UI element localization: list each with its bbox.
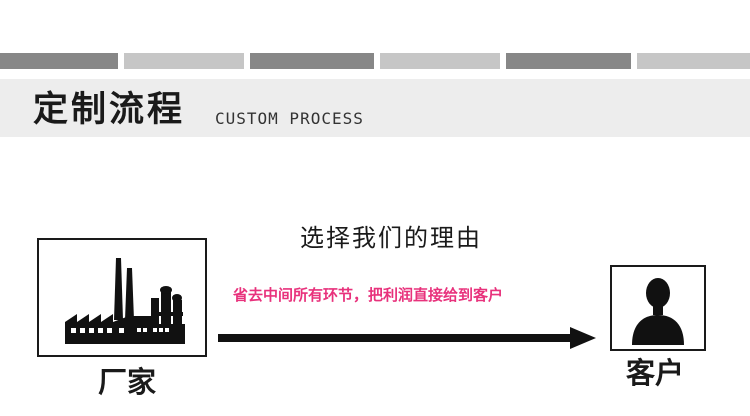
reason-title: 选择我们的理由 (300, 224, 482, 252)
factory-icon (65, 258, 185, 344)
stripe-segment (506, 53, 631, 69)
stripe-segment (0, 53, 118, 69)
section-subtitle-en: CUSTOM PROCESS (215, 109, 364, 128)
factory-box (37, 238, 207, 357)
person-silhouette-icon (632, 278, 684, 345)
customer-label: 客户 (626, 356, 685, 390)
decorative-stripe-bar (0, 53, 750, 69)
factory-label: 厂家 (98, 365, 157, 399)
reason-subtitle: 省去中间所有环节，把利润直接给到客户 (233, 286, 504, 304)
stripe-segment (250, 53, 374, 69)
stripe-segment (380, 53, 500, 69)
right-arrow-icon (218, 327, 596, 349)
header-band (0, 79, 750, 137)
stripe-segment (637, 53, 750, 69)
customer-box (610, 265, 706, 351)
section-title: 定制流程 (33, 90, 186, 130)
stripe-segment (124, 53, 244, 69)
